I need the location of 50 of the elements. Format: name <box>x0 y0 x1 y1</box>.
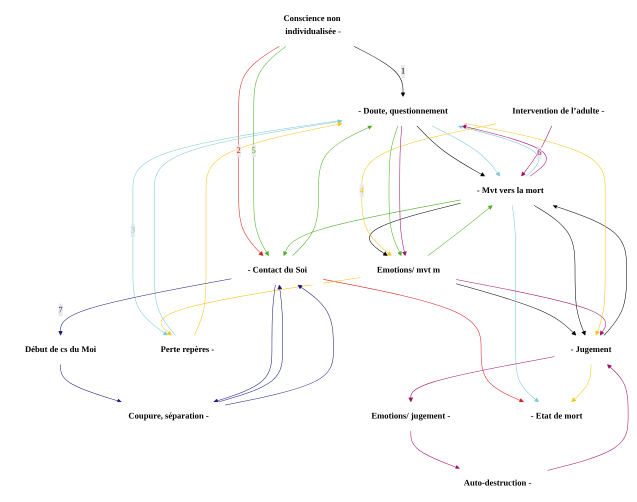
arrow <box>534 205 586 336</box>
arrow <box>512 205 540 402</box>
arrow <box>456 283 576 336</box>
arrow <box>194 122 342 336</box>
edge-label: 6 <box>537 148 542 157</box>
arrow <box>410 430 460 470</box>
arrow <box>213 284 276 403</box>
arrow <box>408 356 555 402</box>
arrow <box>292 125 372 256</box>
node-text: Auto-destruction - <box>464 478 532 488</box>
arrow <box>354 46 406 97</box>
node-text: Emotions/ mvt m <box>376 266 440 275</box>
arrow <box>224 284 334 406</box>
arrow <box>238 46 280 256</box>
arrow <box>361 124 496 256</box>
edge-label: 4 <box>360 186 364 196</box>
arrow <box>416 126 486 176</box>
node-text: - Jugement <box>570 345 612 354</box>
arrow <box>369 202 462 256</box>
edge-label: 3 <box>130 226 136 235</box>
node-text: Emotions/ jugement - <box>371 412 450 421</box>
edge-label: 7 <box>58 305 63 314</box>
arrow <box>283 200 462 256</box>
node-text: Début de cs du Moi <box>24 345 96 354</box>
node-text: Conscience non individualisée - <box>283 14 341 36</box>
node-text: - Doute, questionnement <box>358 106 448 116</box>
arrow <box>388 126 402 256</box>
arrow <box>322 279 524 402</box>
arrow <box>431 126 500 176</box>
edge-label: 1 <box>400 66 406 76</box>
node-text: Intervention de l’adulte - <box>512 106 604 116</box>
node-text: - Etat de mort <box>530 412 583 421</box>
arrow <box>60 364 122 404</box>
arrow <box>552 204 627 336</box>
edge-label: 2 <box>236 146 241 156</box>
arrow <box>218 284 283 402</box>
arrow <box>456 279 606 336</box>
arrow <box>427 205 493 256</box>
arrow <box>464 122 606 336</box>
node-text: - Mvt vers la mort <box>476 186 544 196</box>
arrow <box>399 126 407 256</box>
node-text: Coupure, séparation - <box>128 412 209 421</box>
node-text: Perte repères - <box>160 345 214 354</box>
arrow <box>160 277 362 336</box>
arrow <box>253 46 286 256</box>
arrow <box>547 364 628 471</box>
edge-label: 5 <box>252 146 256 156</box>
arrow <box>571 364 592 402</box>
arrow <box>58 278 232 336</box>
arrow <box>521 126 552 176</box>
